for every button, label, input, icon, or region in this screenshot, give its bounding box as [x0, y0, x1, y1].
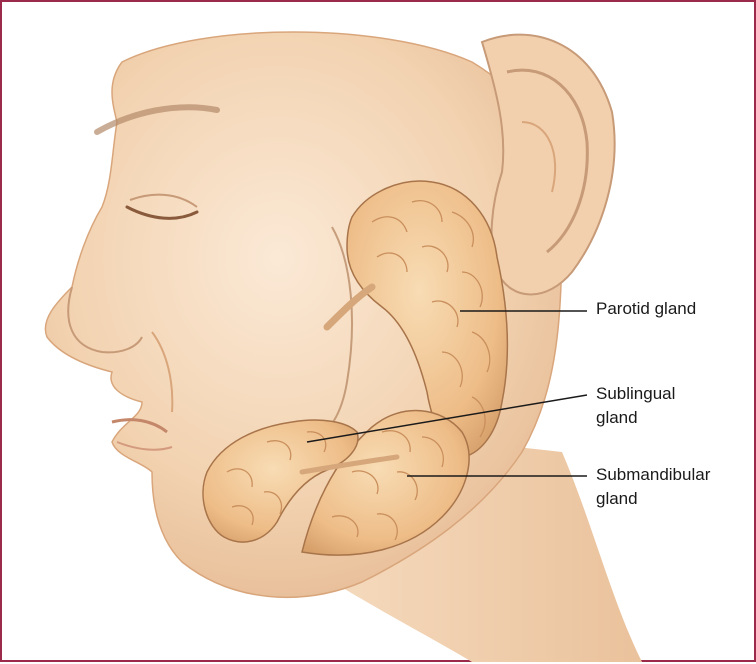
parotid-gland-label: Parotid gland	[596, 297, 696, 321]
sublingual-gland-label: Sublingual gland	[596, 382, 675, 430]
ear	[482, 35, 615, 295]
submandibular-gland-label-line-2: gland	[596, 487, 710, 511]
parotid-gland-label-line-1: Parotid gland	[596, 297, 696, 321]
sublingual-gland-label-line-2: gland	[596, 406, 675, 430]
submandibular-gland-label-line-1: Submandibular	[596, 463, 710, 487]
sublingual-gland-label-line-1: Sublingual	[596, 382, 675, 406]
submandibular-gland-label: Submandibular gland	[596, 463, 710, 511]
